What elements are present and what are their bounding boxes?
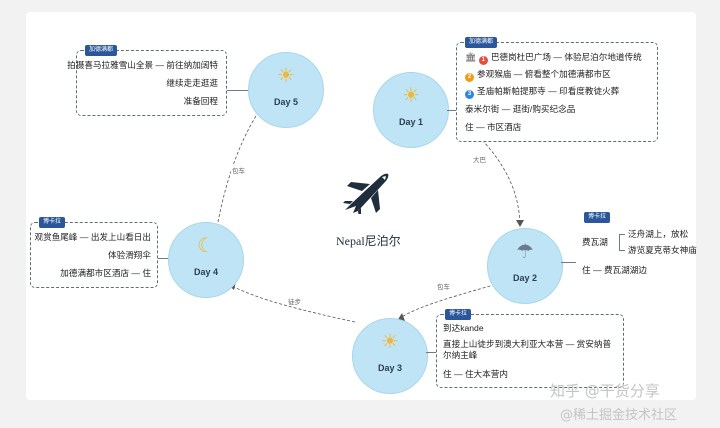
day5-node[interactable]: ☀ Day 5 [248, 52, 324, 128]
day1-label: Day 1 [398, 117, 424, 127]
day3-item-3: 住 — 住大本营内 [443, 369, 508, 379]
edge-label-car-2: 包车 [232, 166, 246, 175]
day4-detail-box: 博卡拉 观赏鱼尾峰 — 出发上山看日出 体验滑翔伞 加德满都市区酒店 — 住 [30, 217, 158, 288]
day1-tag: 加德满都 [465, 37, 498, 48]
day5-detail-box: 加德满都 拍摄喜马拉雅雪山全景 — 前往纳加阔特 继续走走逛逛 准备回程 [67, 45, 227, 116]
day5-item-3: 准备回程 [183, 96, 218, 106]
day1-item-4: 泰米尔街 — 逛街/购买纪念品 [465, 104, 576, 114]
rain-cloud-icon: ☂ [516, 239, 534, 263]
day5-item-2: 继续走走逛逛 [166, 78, 218, 88]
edge-day4-day5 [217, 103, 265, 223]
day4-connector [156, 258, 168, 259]
sun-cloud-icon: ☀ [402, 83, 420, 107]
day5-tag: 加德满都 [85, 45, 118, 56]
temple-icon: 🏛 [465, 52, 477, 62]
day2-tag: 博卡拉 [584, 212, 611, 223]
edge-label-car-1: 包车 [437, 282, 451, 291]
day3-tag: 博卡拉 [445, 309, 472, 320]
day2-item-2: 游览夏克蒂女神庙 [628, 245, 697, 255]
edge-day3-day4 [231, 285, 356, 323]
day5-label: Day 5 [273, 97, 299, 107]
edge-label-hike: 徒步 [288, 297, 302, 306]
day1-item-5: 住 — 市区酒店 [465, 122, 522, 132]
day2-label: Day 2 [512, 273, 538, 283]
day1-item-1-text: 巴德岗杜巴广场 — 体验尼泊尔地道传统 [490, 52, 642, 62]
day3-item-1: 到达kande [443, 323, 484, 333]
center-title: Nepal尼泊尔 [336, 234, 401, 248]
day4-item-2: 体验滑翔伞 [108, 250, 151, 260]
day2-item-4: 住 — 费瓦湖湖边 [582, 265, 647, 275]
number-3-badge: 3 [465, 90, 474, 99]
watermark-zhihu: 知乎 @干货分享 [550, 382, 660, 400]
day4-label: Day 4 [193, 267, 219, 277]
airplane-icon [343, 173, 389, 214]
day4-node[interactable]: ☾ Day 4 [168, 222, 244, 298]
number-2-badge: 2 [465, 73, 474, 82]
day3-connector [426, 352, 436, 353]
day4-item-3: 加德满都市区酒店 — 住 [60, 268, 151, 278]
day1-connector [447, 110, 456, 111]
day2-node[interactable]: ☂ Day 2 [487, 228, 563, 304]
day1-item-3-text: 圣庙帕斯帕提那寺 — 印看度教徒火葬 [477, 86, 620, 96]
day4-tag: 博卡拉 [39, 217, 66, 228]
day2-item-3: 费瓦湖 [582, 237, 608, 247]
watermark-juejin: @稀土掘金技术社区 [560, 408, 678, 423]
day4-item-1: 观赏鱼尾峰 — 出发上山看日出 [34, 232, 152, 242]
day3-item-2: 直接上山徒步到澳大利亚大本营 — 赏安纳普尔纳主峰 [443, 339, 612, 360]
sun-cloud-icon: ☀ [381, 329, 399, 353]
day5-connector [225, 90, 248, 91]
day3-label: Day 3 [377, 363, 403, 373]
day2-tree-branch-2 [619, 250, 625, 251]
edge-day2-day3 [399, 282, 501, 319]
moon-cloud-icon: ☾ [197, 233, 215, 257]
day2-detail-box: 博卡拉 泛舟湖上，放松 游览夏克蒂女神庙 费瓦湖 住 — 费瓦湖湖边 [576, 212, 697, 282]
day2-connector [561, 262, 576, 263]
day3-detail-box: 博卡拉 到达kande 直接上山徒步到澳大利亚大本营 — 赏安纳普尔纳主峰 住 … [436, 309, 624, 388]
day2-item-1: 泛舟湖上，放松 [628, 229, 689, 239]
day3-node[interactable]: ☀ Day 3 [352, 318, 428, 394]
day2-tree-line [619, 234, 620, 250]
day1-item-2-text: 参观猴庙 — 俯看整个加德满都市区 [477, 69, 611, 79]
day5-item-1: 拍摄喜马拉雅雪山全景 — 前往纳加阔特 [67, 60, 218, 70]
day2-tree-branch-1 [619, 234, 625, 235]
day1-node[interactable]: ☀ Day 1 [373, 72, 449, 148]
number-1-badge: 1 [478, 56, 488, 65]
sun-cloud-icon: ☀ [277, 63, 295, 87]
edge-day1-day2-arrow [516, 220, 524, 227]
edge-label-bus: 大巴 [473, 155, 487, 164]
